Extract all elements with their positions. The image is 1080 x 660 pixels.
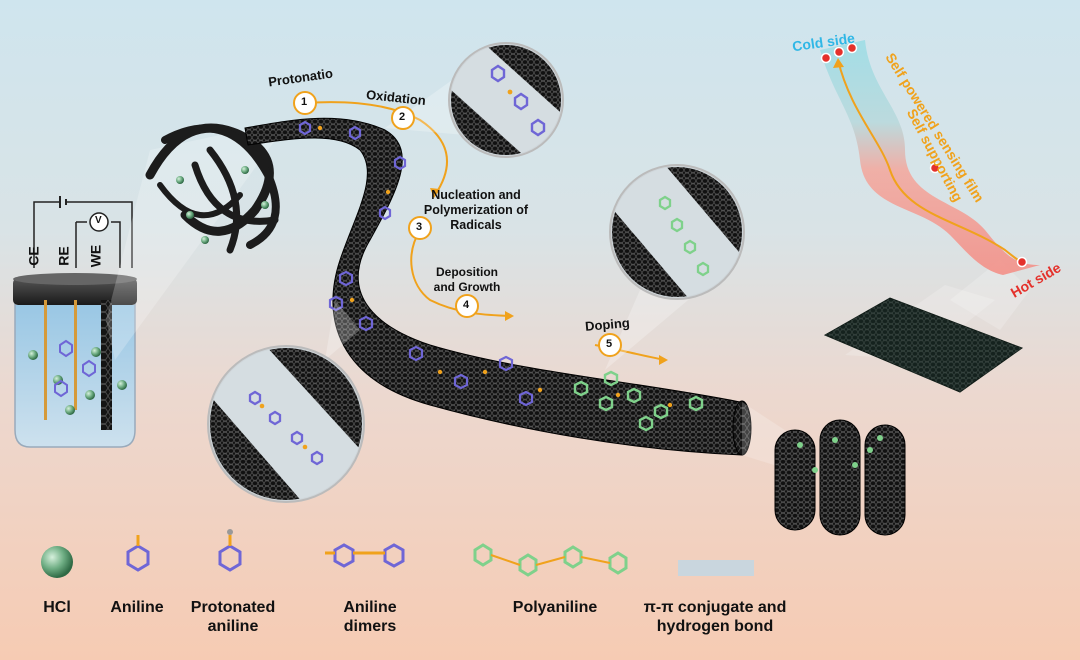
zoom-inset-dimers: [207, 345, 365, 503]
legend-icons: [41, 529, 754, 578]
step-3-number: 3: [416, 221, 423, 233]
re-label: RE: [55, 246, 72, 266]
fiber-film-sheet: [823, 297, 1024, 393]
legend-aniline-label: Aniline: [110, 599, 164, 616]
working-electrode: [101, 300, 112, 430]
zoom-inset-doping: [609, 164, 745, 300]
cell-lid: [13, 278, 137, 305]
aniline-icon: [126, 535, 150, 572]
reference-electrode: [74, 300, 77, 410]
step-4-number: 4: [463, 299, 470, 311]
sensing-film: [820, 40, 1040, 275]
fiber-tangle: [145, 123, 280, 254]
zoom-cone: [106, 120, 290, 360]
voltmeter-label: V: [95, 215, 102, 226]
nanotube-bundle: [774, 419, 906, 536]
legend-hcl-label: HCl: [43, 599, 71, 616]
zoom-inset-oxidation: [448, 42, 564, 158]
step-4-label: Deposition and Growth: [433, 265, 501, 294]
legend-conjugate-label: π-π conjugate and hydrogen bond: [643, 599, 787, 635]
electrochemical-cell: [13, 196, 137, 448]
counter-electrode: [44, 300, 47, 420]
step-5-number: 5: [606, 338, 613, 350]
legend-protonated-aniline-label: Protonated aniline: [190, 599, 276, 635]
step-3-label: Nucleation and Polymerization of Radical…: [423, 188, 529, 232]
polyaniline-icon: [473, 543, 628, 577]
we-label: WE: [87, 244, 104, 268]
legend-aniline-dimers-label: Aniline dimers: [343, 599, 397, 635]
voltmeter-icon: [89, 212, 109, 232]
aniline-dimers-icon: [325, 543, 405, 568]
carbon-nanotube: [244, 117, 752, 456]
protonated-aniline-icon: [218, 529, 242, 572]
conjugate-bar-icon: [678, 560, 754, 576]
step-markers: [293, 91, 622, 357]
ce-label: CE: [25, 246, 42, 266]
legend-polyaniline-label: Polyaniline: [512, 599, 598, 616]
step-2-number: 2: [399, 111, 406, 123]
hcl-icon: [41, 546, 73, 578]
step-1-number: 1: [301, 96, 308, 108]
